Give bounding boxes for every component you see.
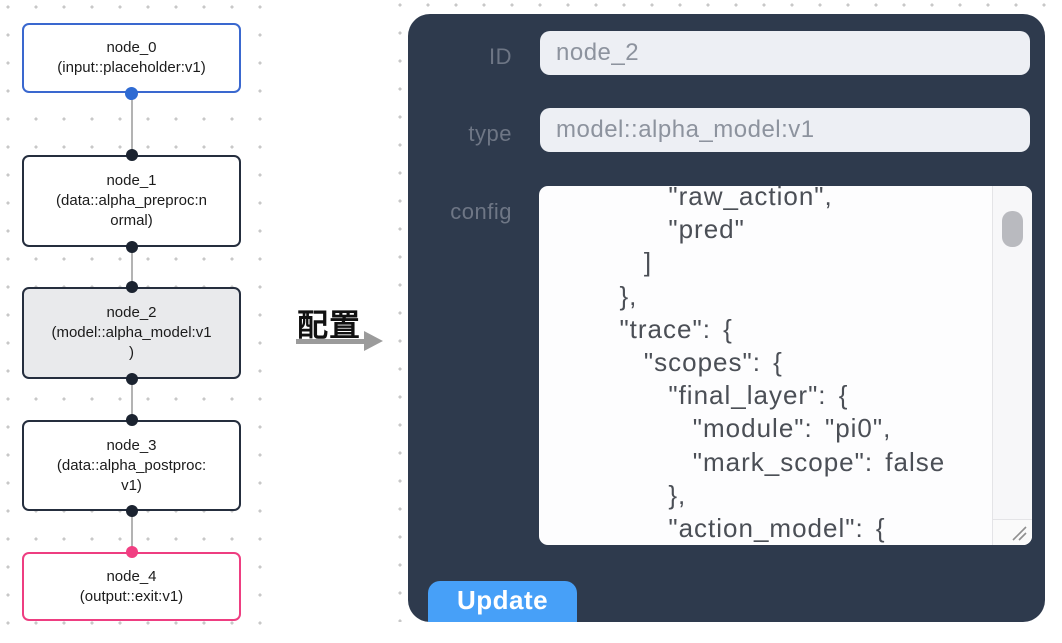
node-title: node_3 — [106, 436, 157, 454]
flow-node-node_4[interactable]: node_4 (output::exit:v1) — [22, 552, 241, 621]
id-input[interactable] — [540, 31, 1030, 75]
handle-node3-target[interactable] — [126, 414, 138, 426]
configure-arrow-line — [296, 339, 366, 344]
edge-node1-node2 — [131, 247, 133, 287]
node-type-line: ormal) — [110, 212, 153, 229]
edge-node0-node1 — [131, 93, 133, 155]
handle-node2-target[interactable] — [126, 281, 138, 293]
node-title: node_4 — [106, 567, 157, 585]
node-title: node_2 — [106, 304, 157, 321]
node-title: node_1 — [106, 172, 157, 189]
edge-node2-node3 — [131, 379, 133, 420]
edge-node3-node4 — [131, 511, 133, 552]
config-scrollbar-thumb[interactable] — [1002, 211, 1023, 247]
node-type-line: (data::alpha_postproc: — [56, 456, 207, 474]
handle-node3-source[interactable] — [126, 505, 138, 517]
node-type-line: (data::alpha_preproc:n — [56, 192, 207, 209]
type-field-label: type — [468, 121, 512, 146]
handle-node1-source[interactable] — [126, 241, 138, 253]
node-type-line: v1) — [121, 476, 142, 494]
id-field-label: ID — [489, 44, 512, 69]
handle-node4-target[interactable] — [126, 546, 138, 558]
node-config-panel: ID type config "raw_action", "pred" ] },… — [408, 14, 1045, 622]
textarea-resize-handle[interactable] — [992, 519, 1032, 545]
panel-dot-grid-top — [388, 0, 1062, 16]
flow-node-node_1[interactable]: node_1 (data::alpha_preproc:n ormal) — [22, 155, 241, 247]
handle-node1-target[interactable] — [126, 149, 138, 161]
handle-node2-source[interactable] — [126, 373, 138, 385]
node-type-line: (input::placeholder:v1) — [57, 59, 206, 76]
node-type-line: ) — [129, 344, 134, 361]
config-textarea[interactable]: "raw_action", "pred" ] }, "trace": { "sc… — [539, 186, 1032, 545]
panel-dot-grid-left — [388, 0, 410, 622]
node-title: node_0 — [106, 39, 157, 56]
node-type-line: (model::alpha_model:v1 — [51, 324, 212, 341]
flow-node-node_0[interactable]: node_0 (input::placeholder:v1) — [22, 23, 241, 93]
configure-annotation-label: 配置 — [297, 308, 361, 343]
resize-grip-icon — [1012, 526, 1027, 541]
config-json-text: "raw_action", "pred" ] }, "trace": { "sc… — [619, 186, 946, 544]
flow-node-node_2[interactable]: node_2 (model::alpha_model:v1 ) — [22, 287, 241, 379]
configure-arrow-head-icon — [364, 331, 383, 351]
node-type-line: (output::exit:v1) — [79, 587, 184, 605]
config-scrollbar-track[interactable] — [992, 186, 1032, 545]
flow-node-node_3[interactable]: node_3 (data::alpha_postproc: v1) — [22, 420, 241, 511]
config-field-label: config — [450, 199, 512, 224]
handle-node0-source[interactable] — [125, 87, 138, 100]
update-button[interactable]: Update — [428, 581, 577, 622]
type-input[interactable] — [540, 108, 1030, 152]
